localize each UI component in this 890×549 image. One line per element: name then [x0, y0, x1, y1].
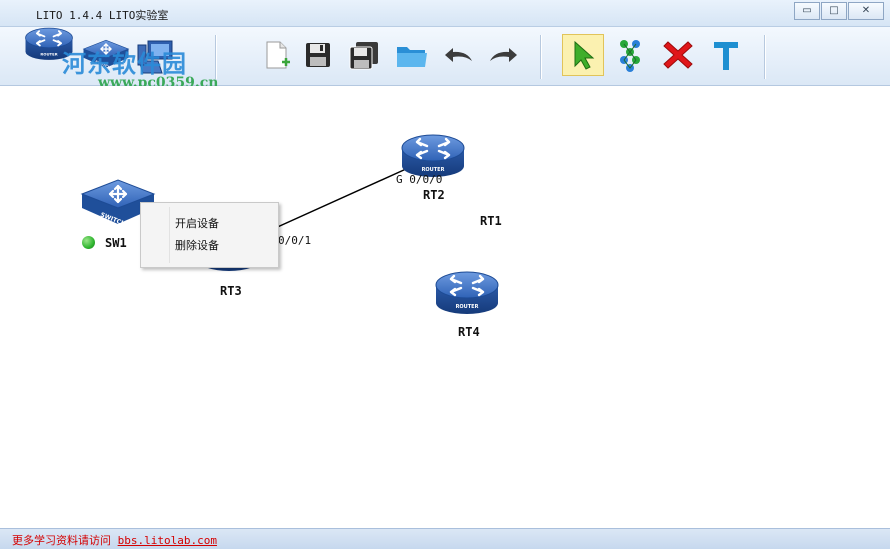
device-label-rt3: RT3 [220, 284, 242, 298]
port-label-rt2: G 0/0/0 [396, 173, 443, 186]
menu-item-delete-device[interactable]: 删除设备 [175, 239, 219, 252]
topology-canvas[interactable]: SW1 G 0/0/0 RT2 RT1 0/0/1 RT3 RT4 开启设备 删… [0, 86, 890, 528]
context-menu: 开启设备 删除设备 [140, 202, 279, 268]
port-label-rt3: 0/0/1 [278, 234, 312, 247]
status-link[interactable]: 更多学习资料请访问 bbs.litolab.com [12, 532, 217, 548]
menu-item-start-device[interactable]: 开启设备 [175, 217, 219, 230]
device-label-rt1[interactable]: RT1 [480, 214, 502, 228]
device-label-rt2: RT2 [423, 188, 445, 202]
save-as-icon[interactable] [346, 37, 382, 73]
delete-icon[interactable] [660, 37, 696, 73]
status-url[interactable]: bbs.litolab.com [117, 534, 217, 547]
router-device-rt4[interactable] [434, 269, 500, 321]
window-controls: ▭ □ ✕ [793, 2, 884, 20]
device-label-rt4: RT4 [458, 325, 480, 339]
text-tool-icon[interactable] [708, 37, 744, 73]
link-layer [261, 168, 407, 235]
link-rt3-rt2[interactable] [261, 168, 407, 235]
window-title: LITO 1.4.4 LITO实验室 [36, 9, 169, 22]
redo-icon[interactable] [486, 37, 522, 73]
menu-gutter [169, 207, 170, 263]
toolbar-separator [215, 35, 217, 79]
open-folder-icon[interactable] [394, 37, 430, 73]
select-pointer-icon[interactable] [562, 34, 604, 76]
toolbar: 河东软件园 www.pc0359.cn [0, 27, 890, 91]
status-bar: 更多学习资料请访问 bbs.litolab.com [0, 528, 890, 549]
device-label-sw1: SW1 [105, 236, 127, 250]
pc-palette-icon[interactable] [136, 39, 176, 81]
toolbar-separator [540, 35, 542, 79]
status-indicator [82, 236, 95, 249]
title-bar: LITO 1.4.4 LITO实验室 ▭ □ ✕ [0, 0, 890, 27]
undo-icon[interactable] [440, 37, 476, 73]
new-file-icon[interactable] [258, 37, 294, 73]
save-icon[interactable] [300, 37, 336, 73]
maximize-button[interactable]: □ [821, 2, 847, 20]
status-prefix: 更多学习资料请访问 [12, 534, 118, 547]
connect-icon[interactable] [612, 37, 648, 73]
close-button[interactable]: ✕ [848, 2, 884, 20]
watermark-text: 河东软件园 [62, 50, 187, 78]
minimize-button[interactable]: ▭ [794, 2, 820, 20]
toolbar-separator [764, 35, 766, 79]
